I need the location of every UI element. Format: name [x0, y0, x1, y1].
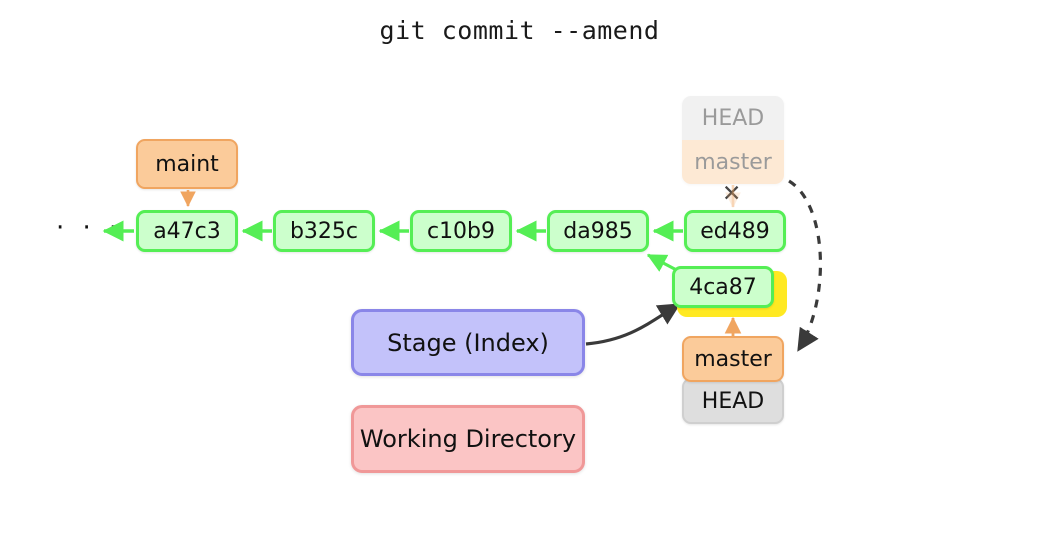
commit-node-c10b9[interactable]: c10b9 [410, 210, 512, 252]
stale-master-label: master [682, 140, 784, 184]
broken-link-x-icon: ✕ [722, 181, 742, 207]
branch-label-master[interactable]: master [682, 336, 784, 382]
stale-head-label: HEAD [682, 96, 784, 140]
commit-node-b325c[interactable]: b325c [273, 210, 375, 252]
commit-node-ed489[interactable]: ed489 [684, 210, 786, 252]
diagram-title: git commit --amend [379, 16, 660, 45]
head-label[interactable]: HEAD [682, 378, 784, 424]
branch-label-maint[interactable]: maint [136, 139, 238, 189]
commit-node-4ca87[interactable]: 4ca87 [672, 266, 774, 308]
master-moved-dashed-arrow [788, 179, 823, 352]
working-directory-box[interactable]: Working Directory [351, 405, 585, 473]
commit-node-da985[interactable]: da985 [547, 210, 649, 252]
stage-index-box[interactable]: Stage (Index) [351, 309, 585, 376]
stale-ref-stack: HEAD master [682, 96, 784, 184]
history-ellipsis: · · · [56, 213, 123, 243]
stage-to-commit-arrow [585, 303, 681, 346]
commit-node-a47c3[interactable]: a47c3 [136, 210, 238, 252]
